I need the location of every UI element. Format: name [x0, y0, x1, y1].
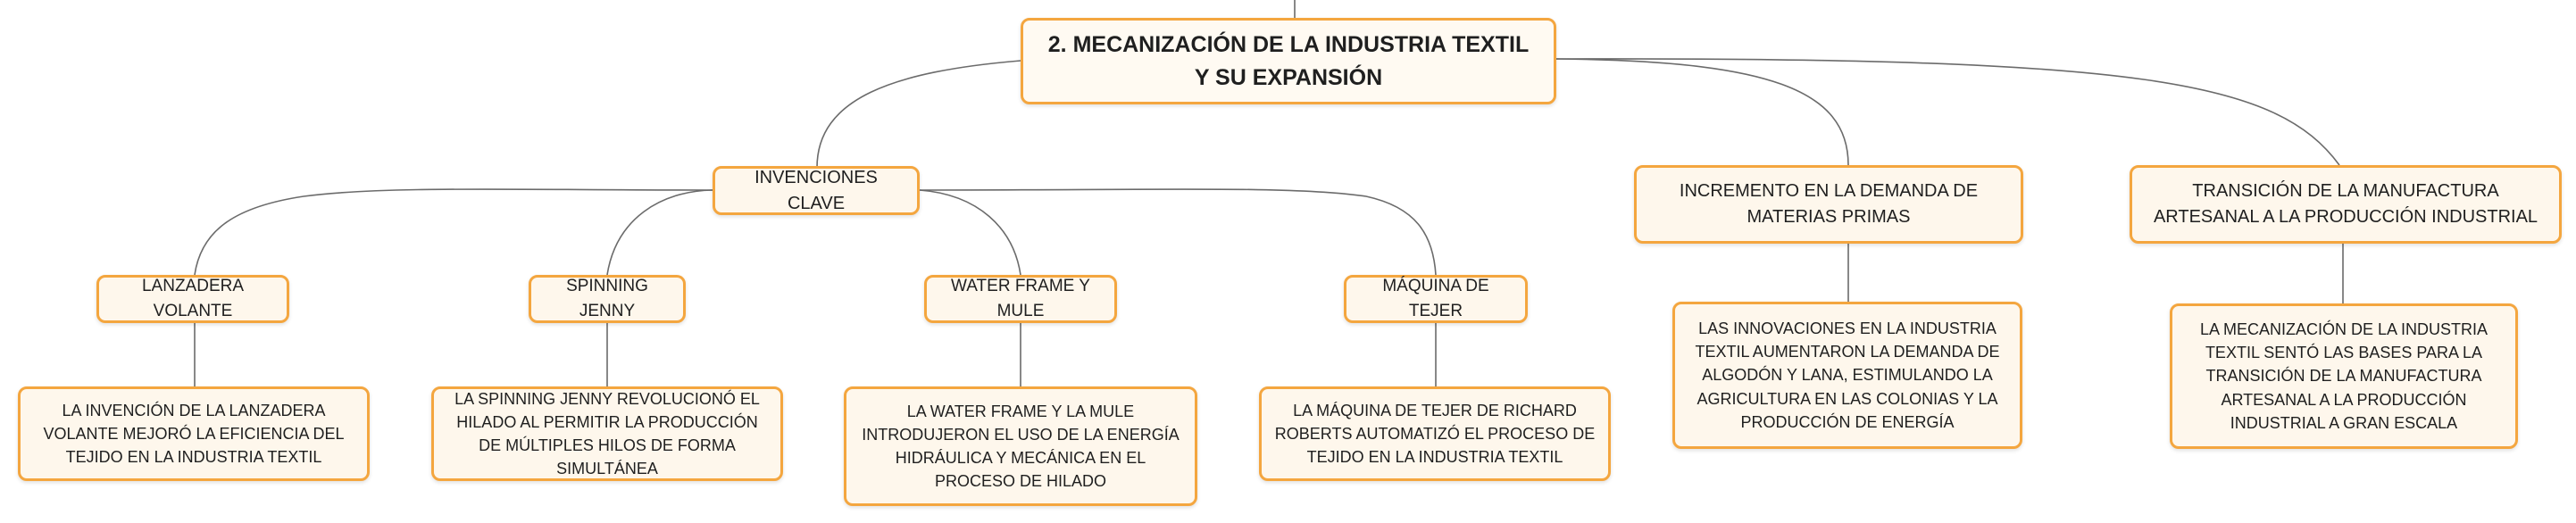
connector-root-transition: [1555, 58, 2340, 166]
node-demand-label: INCREMENTO EN LA DEMANDA DE MATERIAS PRI…: [1679, 181, 1979, 227]
node-lanzadera-label: LANZADERA VOLANTE: [141, 277, 245, 320]
detail-transition[interactable]: LA MECANIZACIÓN DE LA INDUSTRIA TEXTIL S…: [2170, 303, 2518, 449]
node-lanzadera[interactable]: LANZADERA VOLANTE: [96, 275, 289, 323]
detail-lanzadera-text: LA INVENCIÓN DE LA LANZADERA VOLANTE MEJ…: [43, 401, 345, 467]
connector-root-inventions: [816, 60, 1021, 169]
detail-water-text: LA WATER FRAME Y LA MULE INTRODUJERON EL…: [862, 402, 1180, 491]
connector-inv-lanzadera: [194, 188, 713, 276]
node-transition-label: TRANSICIÓN DE LA MANUFACTURA ARTESANAL A…: [2153, 181, 2538, 227]
detail-demand[interactable]: LAS INNOVACIONES EN LA INDUSTRIA TEXTIL …: [1672, 302, 2022, 449]
node-transition[interactable]: TRANSICIÓN DE LA MANUFACTURA ARTESANAL A…: [2130, 165, 2562, 244]
detail-spinning[interactable]: LA SPINNING JENNY REVOLUCIONÓ EL HILADO …: [431, 386, 783, 481]
connector-inv-maquina: [919, 188, 1437, 276]
connector-inv-spinning: [606, 189, 713, 276]
connector-inv-water: [919, 189, 1021, 276]
node-maquina-label: MÁQUINA DE TEJER: [1382, 277, 1489, 320]
node-inventions-label: INVENCIONES CLAVE: [754, 167, 878, 213]
node-spinning[interactable]: SPINNING JENNY: [529, 275, 686, 323]
detail-maquina-text: LA MÁQUINA DE TEJER DE RICHARD ROBERTS A…: [1274, 401, 1596, 467]
node-water-label: WATER FRAME Y MULE: [951, 277, 1090, 320]
node-demand[interactable]: INCREMENTO EN LA DEMANDA DE MATERIAS PRI…: [1634, 165, 2023, 244]
root-title: 2. MECANIZACIÓN DE LA INDUSTRIA TEXTIL Y…: [1047, 32, 1530, 90]
detail-demand-text: LAS INNOVACIONES EN LA INDUSTRIA TEXTIL …: [1695, 320, 2000, 431]
connector-root-demand: [1555, 58, 1849, 166]
node-spinning-label: SPINNING JENNY: [566, 277, 648, 320]
root-node[interactable]: 2. MECANIZACIÓN DE LA INDUSTRIA TEXTIL Y…: [1021, 18, 1556, 104]
node-inventions[interactable]: INVENCIONES CLAVE: [713, 166, 920, 215]
node-water[interactable]: WATER FRAME Y MULE: [924, 275, 1117, 323]
detail-spinning-text: LA SPINNING JENNY REVOLUCIONÓ EL HILADO …: [454, 389, 760, 478]
node-maquina[interactable]: MÁQUINA DE TEJER: [1344, 275, 1528, 323]
detail-lanzadera[interactable]: LA INVENCIÓN DE LA LANZADERA VOLANTE MEJ…: [18, 386, 370, 481]
detail-transition-text: LA MECANIZACIÓN DE LA INDUSTRIA TEXTIL S…: [2199, 320, 2488, 432]
detail-maquina[interactable]: LA MÁQUINA DE TEJER DE RICHARD ROBERTS A…: [1259, 386, 1611, 481]
detail-water[interactable]: LA WATER FRAME Y LA MULE INTRODUJERON EL…: [844, 386, 1197, 506]
